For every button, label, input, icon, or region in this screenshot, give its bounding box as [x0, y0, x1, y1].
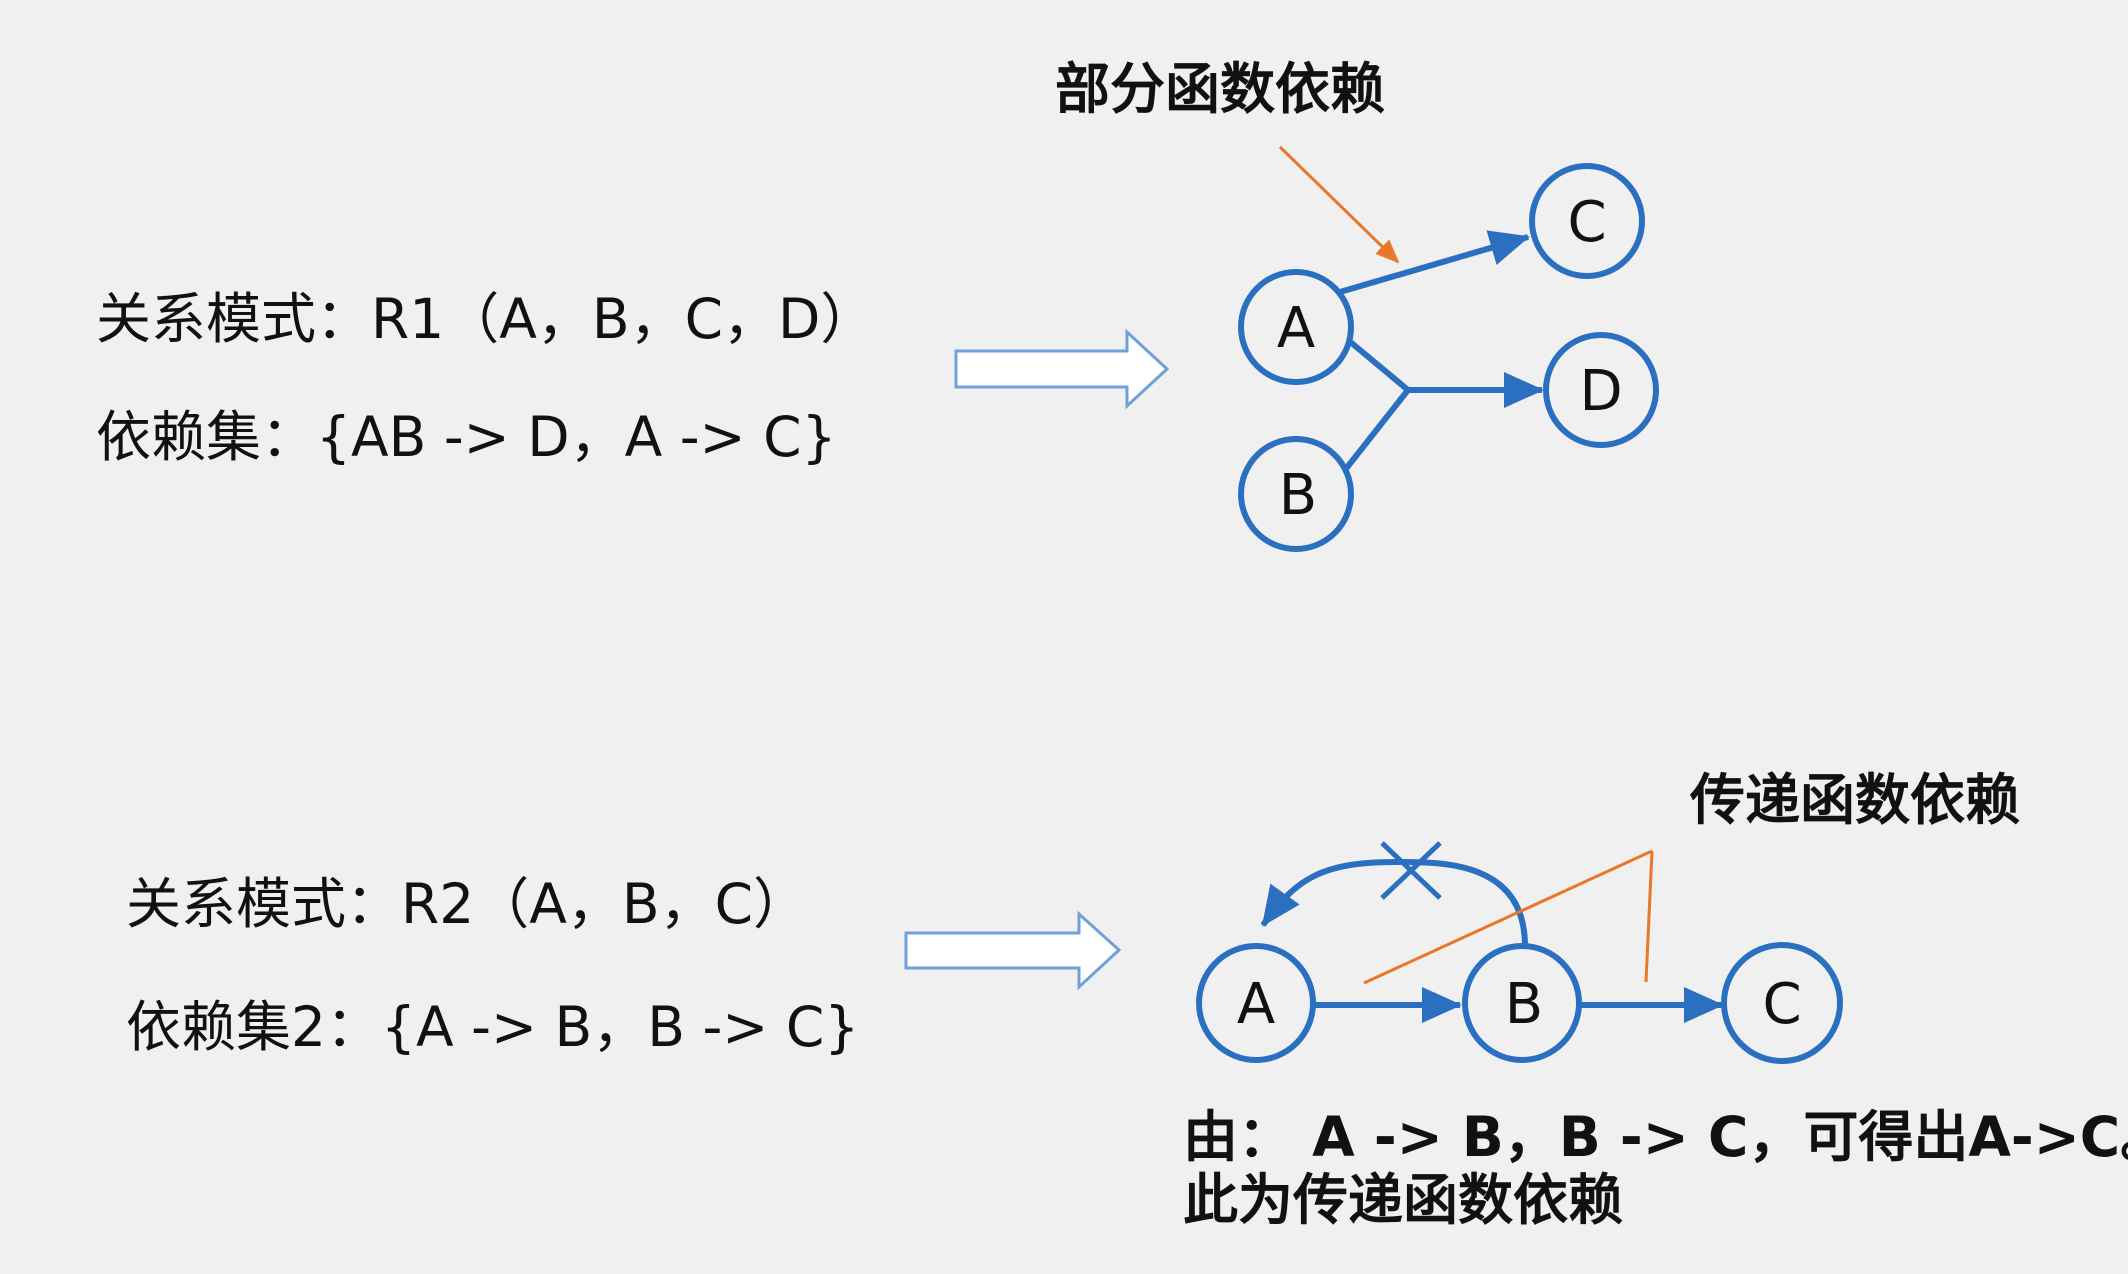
conclusion-line-2: 此为传递函数依赖	[1183, 1168, 1624, 1232]
transitive-dependency-label: 传递函数依赖	[1690, 768, 2021, 832]
edge-a-to-joint	[1346, 337, 1410, 393]
svg-text:C: C	[1567, 190, 1606, 255]
partial-annotation-arrow	[1278, 145, 1400, 264]
node-d-r1: D	[1543, 332, 1659, 448]
schema-r2: 关系模式：R2（A，B，C）	[126, 872, 808, 936]
partial-dependency-label: 部分函数依赖	[1055, 57, 1386, 121]
node-c-r1: C	[1529, 163, 1645, 279]
svg-text:C: C	[1762, 972, 1801, 1037]
svg-text:A: A	[1277, 296, 1315, 361]
cross-mark	[1380, 841, 1442, 900]
edge-b-to-a-curved	[1260, 858, 1528, 947]
dependency-set-1: 依赖集：{AB -> D，A -> C}	[96, 405, 837, 469]
hollow-arrow-1	[954, 328, 1170, 410]
svg-text:B: B	[1505, 972, 1543, 1037]
schema-r1: 关系模式：R1（A，B，C，D）	[96, 287, 876, 351]
node-a-r1: A	[1238, 269, 1354, 385]
dependency-set-2: 依赖集2：{A -> B，B -> C}	[126, 995, 860, 1059]
hollow-arrow-2	[904, 910, 1122, 991]
node-b-r1: B	[1238, 436, 1354, 552]
svg-text:D: D	[1579, 359, 1622, 424]
svg-text:A: A	[1237, 972, 1275, 1037]
edge-a-to-c	[1339, 230, 1530, 295]
node-b-r2: B	[1462, 943, 1582, 1063]
node-a-r2: A	[1196, 943, 1316, 1063]
svg-text:B: B	[1279, 463, 1317, 528]
node-c-r2: C	[1721, 942, 1843, 1064]
conclusion-line-1: 由： A -> B，B -> C，可得出A->C。	[1183, 1105, 2128, 1169]
transitive-annotation-lines	[1363, 849, 1654, 985]
edge-b-to-joint	[1342, 388, 1411, 472]
